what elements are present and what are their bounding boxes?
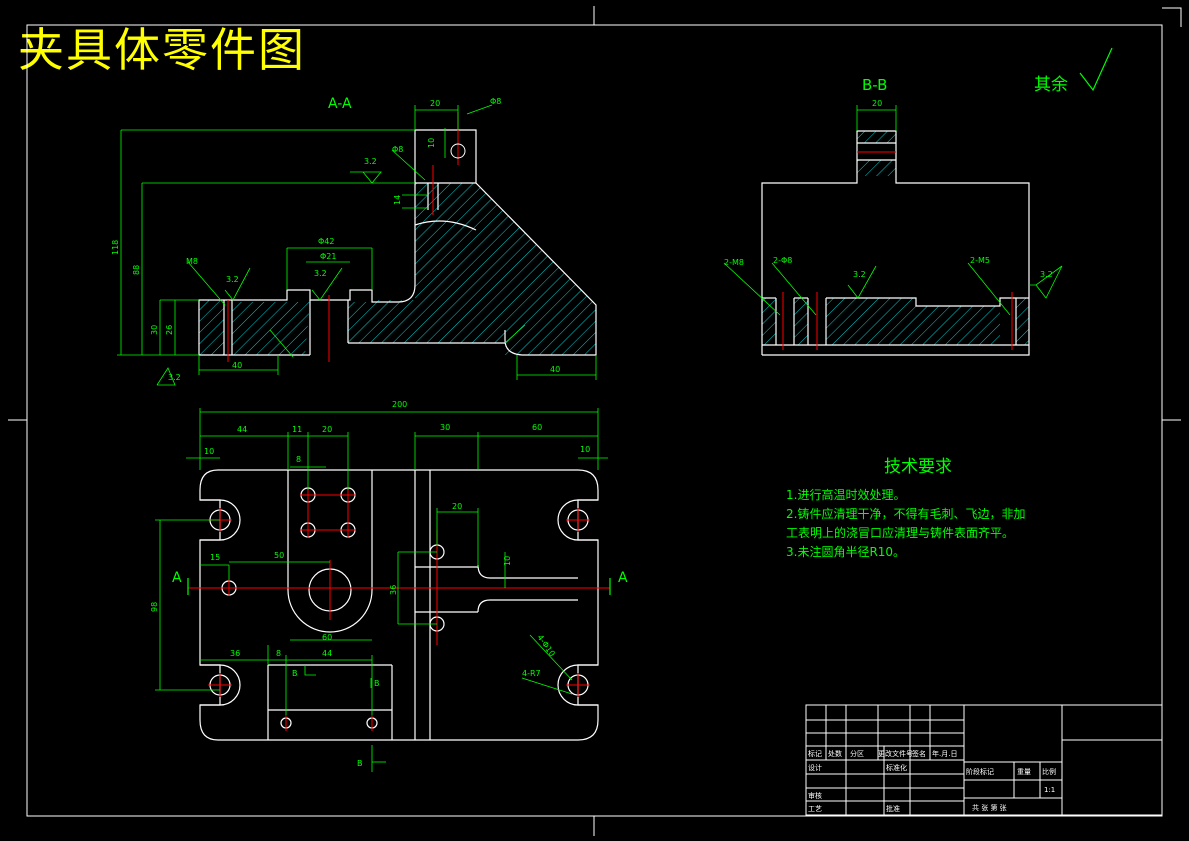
tb-cell: 处数 <box>828 749 842 758</box>
dim-text: 20 <box>322 425 332 434</box>
dim-text: 4-R7 <box>522 669 541 678</box>
dim-text: B <box>374 679 380 688</box>
dim-text: 4-Φ10 <box>535 633 556 658</box>
dim-text: 3.2 <box>853 270 866 279</box>
dim-text: 20 <box>430 99 440 108</box>
tech-req-item: 工表明上的浇冒口应清理与铸件表面齐平。 <box>786 526 1015 540</box>
dim-text: 98 <box>150 602 159 612</box>
dim-text: 20 <box>872 99 882 108</box>
dim-text: Φ42 <box>318 237 334 246</box>
dim-text: 2-Φ8 <box>773 256 792 265</box>
tb-cell: 分区 <box>850 749 864 758</box>
dim-text: Φ21 <box>320 252 336 261</box>
dim-text: 3.2 <box>314 269 327 278</box>
surface-note: 其余 <box>1034 75 1068 95</box>
dim-text: 3.2 <box>168 373 181 382</box>
dim-text: B <box>357 759 363 768</box>
dim-text: 60 <box>532 423 542 432</box>
dim-text: 8 <box>296 455 301 464</box>
tb-cell: 共 张 第 张 <box>972 803 1007 812</box>
cut-label-a-right: A <box>618 570 628 586</box>
section-aa-label: A-A <box>328 96 352 112</box>
tech-req-item: 3.未注圆角半径R10。 <box>786 545 906 559</box>
dim-text: 60 <box>322 633 332 642</box>
tb-cell: 1:1 <box>1044 786 1055 794</box>
dim-text: 40 <box>232 361 242 370</box>
dim-text: 14 <box>393 195 402 205</box>
dim-text: 36 <box>389 585 398 595</box>
dim-text: 11 <box>292 425 302 434</box>
tech-req-list: 1.进行高温时效处理。 2.铸件应清理干净，不得有毛刺、飞边，非加 工表明上的浇… <box>786 486 1025 562</box>
roughness-symbol <box>1079 47 1113 92</box>
tb-cell: 工艺 <box>808 805 822 813</box>
dim-text: 15 <box>210 553 220 562</box>
dim-text: 44 <box>237 425 247 434</box>
dim-text: 26 <box>165 325 174 335</box>
dim-text: 44 <box>322 649 332 658</box>
tb-cell: 更改文件号 <box>878 749 913 758</box>
tech-req-item: 2.铸件应清理干净，不得有毛刺、飞边，非加 <box>786 507 1026 521</box>
tb-cell: 批准 <box>886 804 900 813</box>
section-bb-view: 20 2-M8 2-Φ8 2-M5 3.2 3.2 <box>723 99 1063 356</box>
dim-text: 30 <box>150 325 159 335</box>
dim-text: 10 <box>427 138 436 148</box>
dim-text: 10 <box>204 447 214 456</box>
tb-cell: 审核 <box>808 791 822 800</box>
tb-cell: 签名 <box>912 749 926 758</box>
dim-text: 3.2 <box>364 157 377 166</box>
dim-text: 36 <box>230 649 240 658</box>
dim-text: 10 <box>580 445 590 454</box>
dim-text: 88 <box>132 265 141 275</box>
dim-text: 10 <box>503 556 512 566</box>
dim-text: 3.2 <box>226 275 239 284</box>
sheet-frame <box>8 6 1182 836</box>
section-aa-view: 20 Φ8 Φ8 Φ42 Φ21 M8 40 40 3.2 3.2 3.2 3.… <box>111 97 597 386</box>
tb-cell: 标记 <box>808 749 822 758</box>
dim-text: 30 <box>440 423 450 432</box>
tb-cell: 年.月.日 <box>932 749 957 758</box>
tb-cell: 比例 <box>1042 767 1056 776</box>
dim-text: M8 <box>186 257 198 266</box>
dim-text: 2-M8 <box>724 258 744 267</box>
dim-text: Φ8 <box>392 145 403 154</box>
dim-text: 118 <box>111 240 120 255</box>
dim-text: 40 <box>550 365 560 374</box>
section-bb-label: B-B <box>862 76 887 94</box>
dim-text: B <box>292 669 298 678</box>
dim-text: 200 <box>392 400 407 409</box>
tech-req-title: 技术要求 <box>884 457 952 477</box>
plan-view: 200 44 11 20 30 60 10 10 8 15 50 20 60 3… <box>150 400 628 772</box>
tech-req-item: 1.进行高温时效处理。 <box>786 488 906 502</box>
dim-text: 3.2 <box>1040 270 1053 279</box>
dim-text: 8 <box>276 649 281 658</box>
cut-label-a-left: A <box>172 570 182 586</box>
tb-cell: 阶段标记 <box>966 767 994 776</box>
tb-cell: 设计 <box>808 763 822 772</box>
title-block: 标记 处数 分区 更改文件号 签名 年.月.日 设计 标准化 审核 工艺 批准 … <box>805 704 1163 816</box>
dim-text: 50 <box>274 551 284 560</box>
dim-text: Φ8 <box>490 97 501 106</box>
tb-cell: 重量 <box>1017 768 1031 776</box>
drawing-title: 夹具体零件图 <box>18 23 306 77</box>
dim-text: 2-M5 <box>970 256 990 265</box>
dim-text: 20 <box>452 502 462 511</box>
tb-cell: 标准化 <box>886 763 907 772</box>
